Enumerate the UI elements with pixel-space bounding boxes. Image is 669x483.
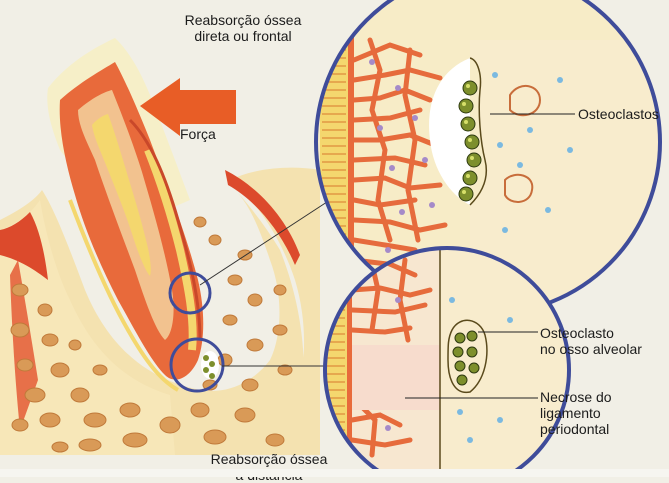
label-osteoclast-alveolar-line1: Osteoclasto xyxy=(540,325,642,341)
label-necrosis-line3: periodontal xyxy=(540,421,612,437)
label-necrosis-line2: ligamento xyxy=(540,405,612,421)
label-necrosis: Necrose do ligamento periodontal xyxy=(540,389,612,437)
label-necrosis-line1: Necrose do xyxy=(540,389,612,405)
label-distance-resorption-line1: Reabsorção óssea xyxy=(194,451,344,467)
label-force: Força xyxy=(180,126,216,142)
label-osteoclast-alveolar: Osteoclasto no osso alveolar xyxy=(540,325,642,357)
label-direct-resorption: Reabsorção óssea direta ou frontal xyxy=(158,12,328,44)
label-direct-resorption-line1: Reabsorção óssea xyxy=(158,12,328,28)
label-distance-resorption: Reabsorção óssea a distância xyxy=(194,451,344,483)
label-osteoclasts: Osteoclastos xyxy=(578,106,659,122)
label-direct-resorption-line2: direta ou frontal xyxy=(158,28,328,44)
page-edge xyxy=(0,469,669,477)
label-osteoclast-alveolar-line2: no osso alveolar xyxy=(540,341,642,357)
